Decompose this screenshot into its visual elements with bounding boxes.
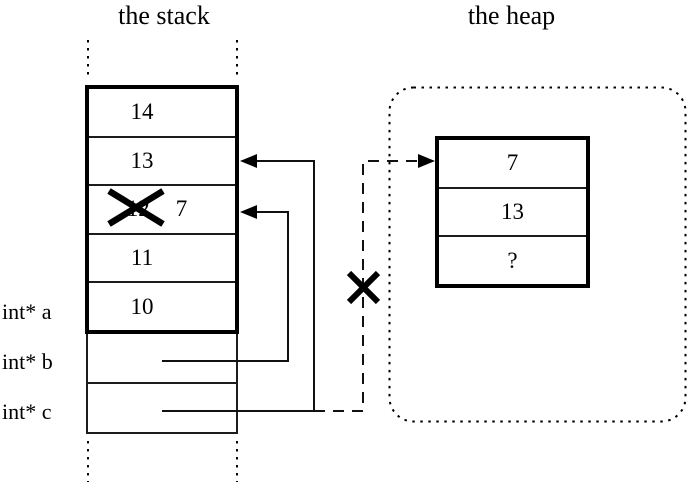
heap-cell-value: 7 — [506, 150, 519, 176]
stack-cell-value: 10 — [130, 293, 154, 319]
pointer-cell-b — [88, 334, 236, 384]
heap-cell-question: ? — [439, 237, 586, 284]
label-int-a: int* a — [2, 299, 52, 324]
crossed-out-old-value: 12 — [126, 196, 150, 222]
stack-cell-new-value: 7 — [175, 196, 188, 222]
stack-cell-value: 11 — [130, 245, 154, 271]
stack-cell-value: 14 — [130, 99, 154, 125]
invalid-pointer-x-icon — [346, 270, 381, 305]
heap-cell-13: 13 — [439, 189, 586, 238]
stack-cell-11: 11 — [89, 235, 235, 284]
pointer-b-arrowhead-icon — [240, 205, 257, 219]
heap-cell-value: 13 — [501, 199, 524, 224]
dangling-pointer-arrowhead-icon — [418, 154, 435, 168]
stack-frame-box: 14 13 12 7 11 10 — [85, 85, 239, 334]
stack-cell-10: 10 — [89, 283, 235, 330]
heap-cell-7: 7 — [439, 140, 586, 189]
stack-cell-crossed-12: 12 7 — [89, 186, 235, 235]
dangling-pointer-dashed-line — [314, 160, 419, 412]
pointer-c-arrowhead-icon — [240, 154, 257, 168]
heap-cell-value: ? — [507, 247, 518, 273]
stack-cell-value: 13 — [130, 147, 154, 173]
heap-title: the heap — [467, 1, 556, 30]
label-int-b: int* b — [2, 349, 53, 374]
stack-cell-13: 13 — [89, 138, 235, 187]
label-int-c: int* c — [2, 399, 52, 424]
heap-block-box: 7 13 ? — [435, 136, 590, 288]
stack-cell-14: 14 — [89, 89, 235, 138]
pointer-cell-c — [88, 384, 236, 432]
stack-title: the stack — [118, 1, 210, 30]
stack-pointer-cells — [86, 334, 238, 434]
